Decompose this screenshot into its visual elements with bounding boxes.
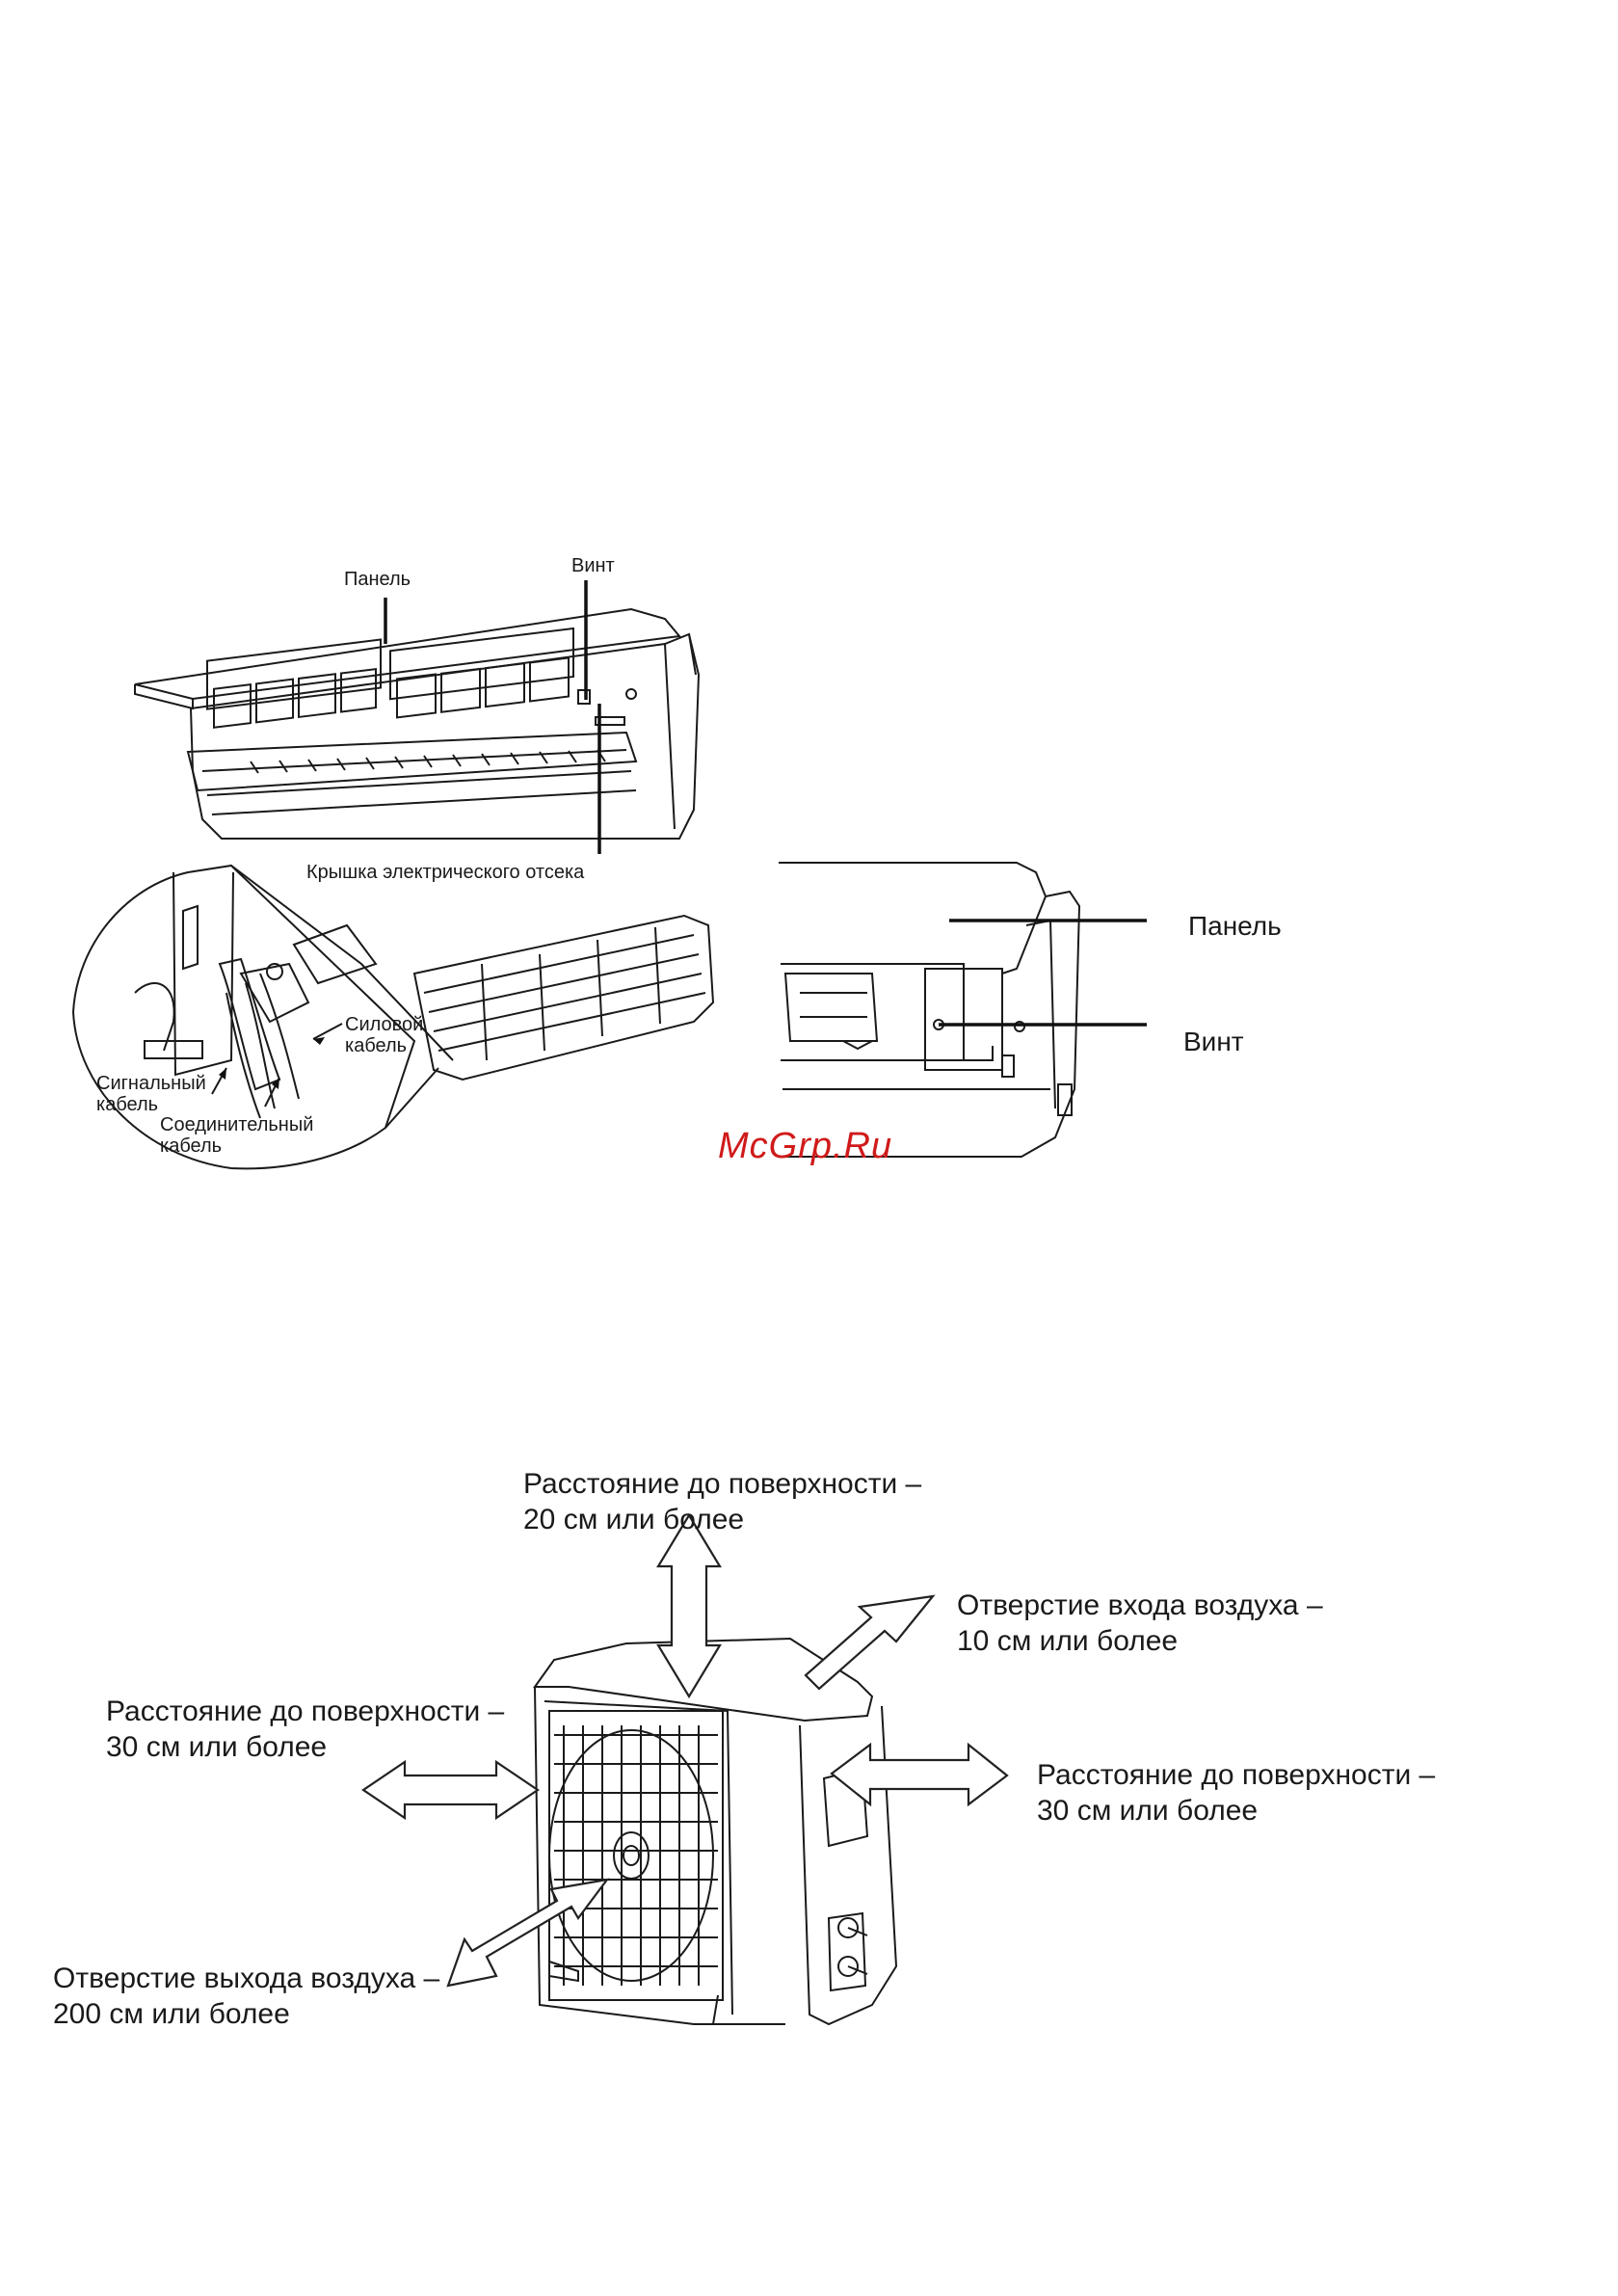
left-clearance-arrow (361, 1759, 540, 1821)
air-outlet-label: Отверстие выхода воздуха – 200 см или бо… (53, 1962, 440, 2030)
detail-screw-label: Винт (1183, 1027, 1244, 1056)
fan-grille (548, 1725, 718, 1986)
watermark-text: McGrp.Ru (718, 1126, 893, 1166)
side-detail-drawing (779, 862, 1147, 1158)
air-inlet-label: Отверстие входа воздуха – 10 см или боле… (957, 1589, 1323, 1657)
power-cable-label: Силовой кабель (345, 1014, 424, 1056)
louver-ticks (250, 749, 606, 774)
top-clearance-label: Расстояние до поверхности – 20 см или бо… (523, 1468, 922, 1535)
indoor-screw-label: Винт (571, 555, 615, 576)
air-inlet-arrow (804, 1594, 936, 1691)
detail-panel-label: Панель (1188, 911, 1282, 941)
indoor-panel-label: Панель (344, 569, 411, 590)
electric-cover-label: Крышка электрического отсека (306, 862, 585, 883)
signal-cable-label: Сигнальный кабель (96, 1073, 206, 1115)
indoor-unit-drawing (134, 580, 701, 854)
air-outlet-arrow (446, 1878, 610, 1988)
right-clearance-label: Расстояние до поверхности – 30 см или бо… (1037, 1759, 1436, 1827)
right-clearance-arrow (830, 1742, 1009, 1807)
connecting-cable-label: Соединительный кабель (160, 1114, 314, 1157)
wiring-detail-drawing (71, 864, 715, 1170)
air-filter-grid (206, 627, 574, 729)
top-clearance-arrow (656, 1512, 722, 1699)
left-clearance-label: Расстояние до поверхности – 30 см или бо… (106, 1695, 505, 1763)
outdoor-unit-drawing (533, 1637, 898, 2026)
